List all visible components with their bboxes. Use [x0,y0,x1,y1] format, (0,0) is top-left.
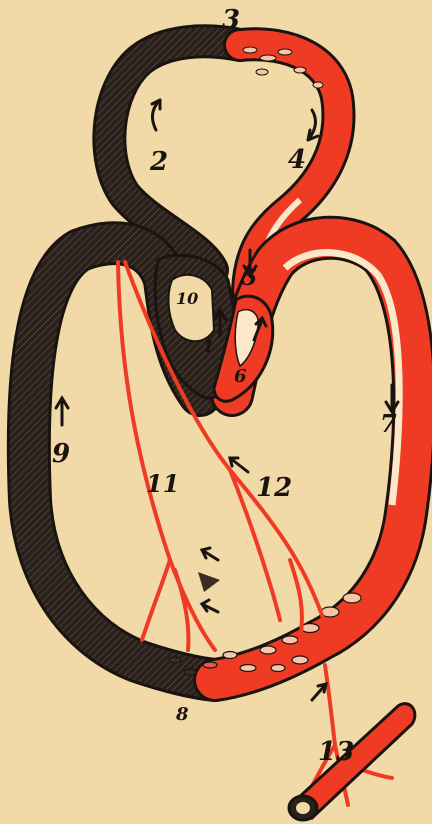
label-12: 12 [256,473,292,503]
label-5: 5 [242,265,257,291]
label-3: 3 [222,5,240,35]
label-8: 8 [175,704,189,725]
label-6: 6 [234,366,247,387]
label-4: 4 [288,145,306,175]
label-1: 1 [202,336,215,357]
label-11: 11 [146,469,179,498]
label-13: 13 [318,737,354,767]
label-10: 10 [176,289,198,308]
label-7: 7 [380,409,397,438]
label-2: 2 [149,147,168,177]
label-9: 9 [52,439,70,469]
